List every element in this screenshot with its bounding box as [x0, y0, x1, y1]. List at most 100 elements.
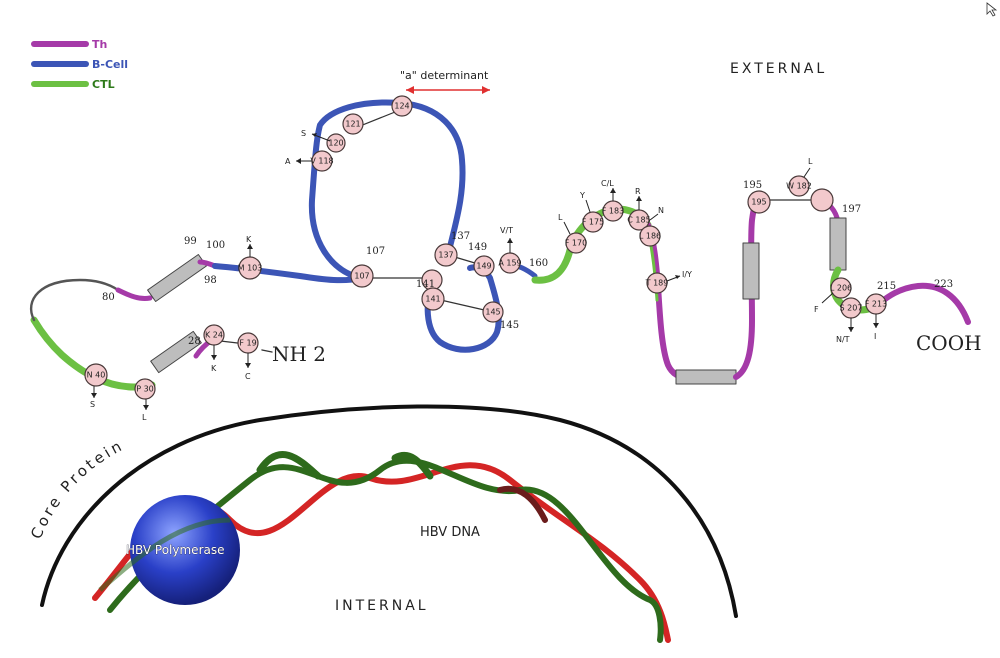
- mutation-p30: L: [142, 413, 147, 422]
- chain-segment-bcell-major-loop: [308, 99, 466, 281]
- mutation-w182: L: [808, 157, 813, 166]
- svg-text:V 118: V 118: [310, 157, 333, 166]
- svg-text:L 206: L 206: [830, 284, 852, 293]
- mutation-arrowhead-183: [610, 188, 616, 193]
- svg-text:195: 195: [751, 198, 766, 207]
- residue-195: 195: [747, 190, 771, 214]
- svg-text:K 24: K 24: [205, 331, 223, 340]
- svg-text:A 159: A 159: [498, 259, 521, 268]
- mutation-n40: S: [90, 400, 95, 409]
- a-determinant-label: "a" determinant: [400, 69, 489, 82]
- position-137: 137: [451, 231, 470, 242]
- mutation-207: N/T: [836, 335, 850, 344]
- svg-text:T 189: T 189: [645, 279, 669, 288]
- dna-strand-green-top: [256, 451, 322, 480]
- mutation-189: I/Y: [682, 270, 692, 279]
- external-label: EXTERNAL: [730, 61, 827, 77]
- residue-unlabeled-b: [810, 188, 834, 212]
- residue-121: 121: [342, 113, 364, 135]
- helix-tm5: [829, 217, 847, 271]
- position-160: 160: [529, 258, 548, 269]
- residue-f213: F 213: [865, 293, 887, 315]
- mutation-f19: C: [245, 372, 251, 381]
- chain-segment-grey-loop: [29, 278, 120, 322]
- mutation-arrow-175: [585, 199, 591, 213]
- chain-segment-th-186-down: [645, 222, 693, 381]
- position-99: 99: [184, 236, 197, 247]
- residue-107: 107: [350, 264, 374, 288]
- svg-text:141: 141: [425, 295, 440, 304]
- position-80: 80: [102, 292, 115, 303]
- mutation-arrows: S A K V/T L Y C/L R N I/Y L F N/T: [90, 129, 879, 422]
- position-28: 28: [188, 336, 201, 347]
- mutation-arrowhead-p30: [143, 405, 149, 410]
- a-determinant-arrowhead-right: [482, 86, 490, 94]
- svg-text:F 175: F 175: [582, 218, 604, 227]
- svg-text:S 207: S 207: [840, 304, 863, 313]
- residue-145: 145: [482, 301, 504, 323]
- protein-chain: [29, 99, 971, 391]
- mutation-arrowhead-n40: [91, 393, 97, 398]
- svg-text:L 186: L 186: [639, 232, 661, 241]
- mutation-arrowhead-f19: [245, 363, 251, 368]
- residue-141: 141: [421, 287, 445, 311]
- helix-tm1: [150, 330, 202, 374]
- position-98: 98: [204, 275, 217, 286]
- mutation-arrowhead-213: [873, 323, 879, 328]
- mutation-186: N: [658, 206, 664, 215]
- chain-segment-th-80: [115, 287, 153, 301]
- mutation-206: F: [814, 305, 819, 314]
- legend-label-ctl: CTL: [92, 78, 115, 91]
- mutation-arrowhead-207: [848, 327, 854, 332]
- legend-label-th: Th: [92, 38, 107, 51]
- position-numbers: 99 100 80 98 28 107 137 141 149 145 160 …: [102, 180, 953, 347]
- svg-text:F 170: F 170: [565, 239, 587, 248]
- svg-text:120: 120: [328, 139, 343, 148]
- svg-text:124: 124: [394, 102, 409, 111]
- mutation-arrowhead-103: [247, 244, 253, 249]
- residues: 124 121 120 V 118 M 103 137 141 149 145 …: [84, 95, 887, 400]
- svg-text:145: 145: [485, 308, 500, 317]
- mutation-arrowhead-120: [312, 133, 317, 137]
- svg-text:F 213: F 213: [865, 300, 887, 309]
- mutation-103: K: [246, 235, 252, 244]
- residue-f183: F 183: [602, 200, 624, 222]
- residue-120: 120: [326, 133, 346, 153]
- position-149: 149: [468, 242, 487, 253]
- mutation-118: A: [285, 157, 291, 166]
- svg-text:F 183: F 183: [602, 207, 624, 216]
- mutation-170: L: [558, 213, 563, 222]
- hbv-polymerase-label: HBV Polymerase: [126, 543, 225, 557]
- residue-l186: L 186: [639, 225, 661, 247]
- position-215: 215: [877, 281, 896, 292]
- residue-k24: K 24: [203, 324, 225, 346]
- position-195: 195: [743, 180, 762, 191]
- mutation-175: Y: [579, 191, 585, 200]
- mutation-arrowhead-k24: [211, 355, 217, 360]
- residue-a159: A 159: [498, 252, 522, 274]
- mutation-arrow-206: [821, 292, 834, 304]
- position-141: 141: [416, 279, 435, 290]
- svg-text:C 185: C 185: [627, 216, 650, 225]
- core-membrane-arc: [40, 404, 738, 618]
- chain-segment-ctl-left: [30, 316, 156, 391]
- mutation-arrowhead-118: [296, 158, 301, 164]
- residue-f19: F 19: [237, 332, 259, 354]
- svg-text:F 19: F 19: [239, 339, 256, 348]
- residue-n40: N 40: [84, 363, 108, 387]
- svg-text:N 40: N 40: [87, 371, 106, 380]
- legend-label-bcell: B-Cell: [92, 58, 128, 71]
- svg-text:137: 137: [438, 251, 453, 260]
- position-197: 197: [842, 204, 861, 215]
- mouse-cursor-icon: [986, 2, 998, 17]
- cooh-terminus-label: COOH: [916, 331, 982, 355]
- hbv-polymerase: HBV Polymerase: [98, 495, 240, 605]
- chain-segment-th-cooh: [873, 282, 971, 325]
- a-determinant-arrowhead-left: [406, 86, 414, 94]
- mutation-183: C/L: [601, 179, 614, 188]
- residue-t189: T 189: [645, 272, 669, 294]
- mutation-k24: K: [211, 364, 217, 373]
- internal-label: INTERNAL: [335, 598, 429, 614]
